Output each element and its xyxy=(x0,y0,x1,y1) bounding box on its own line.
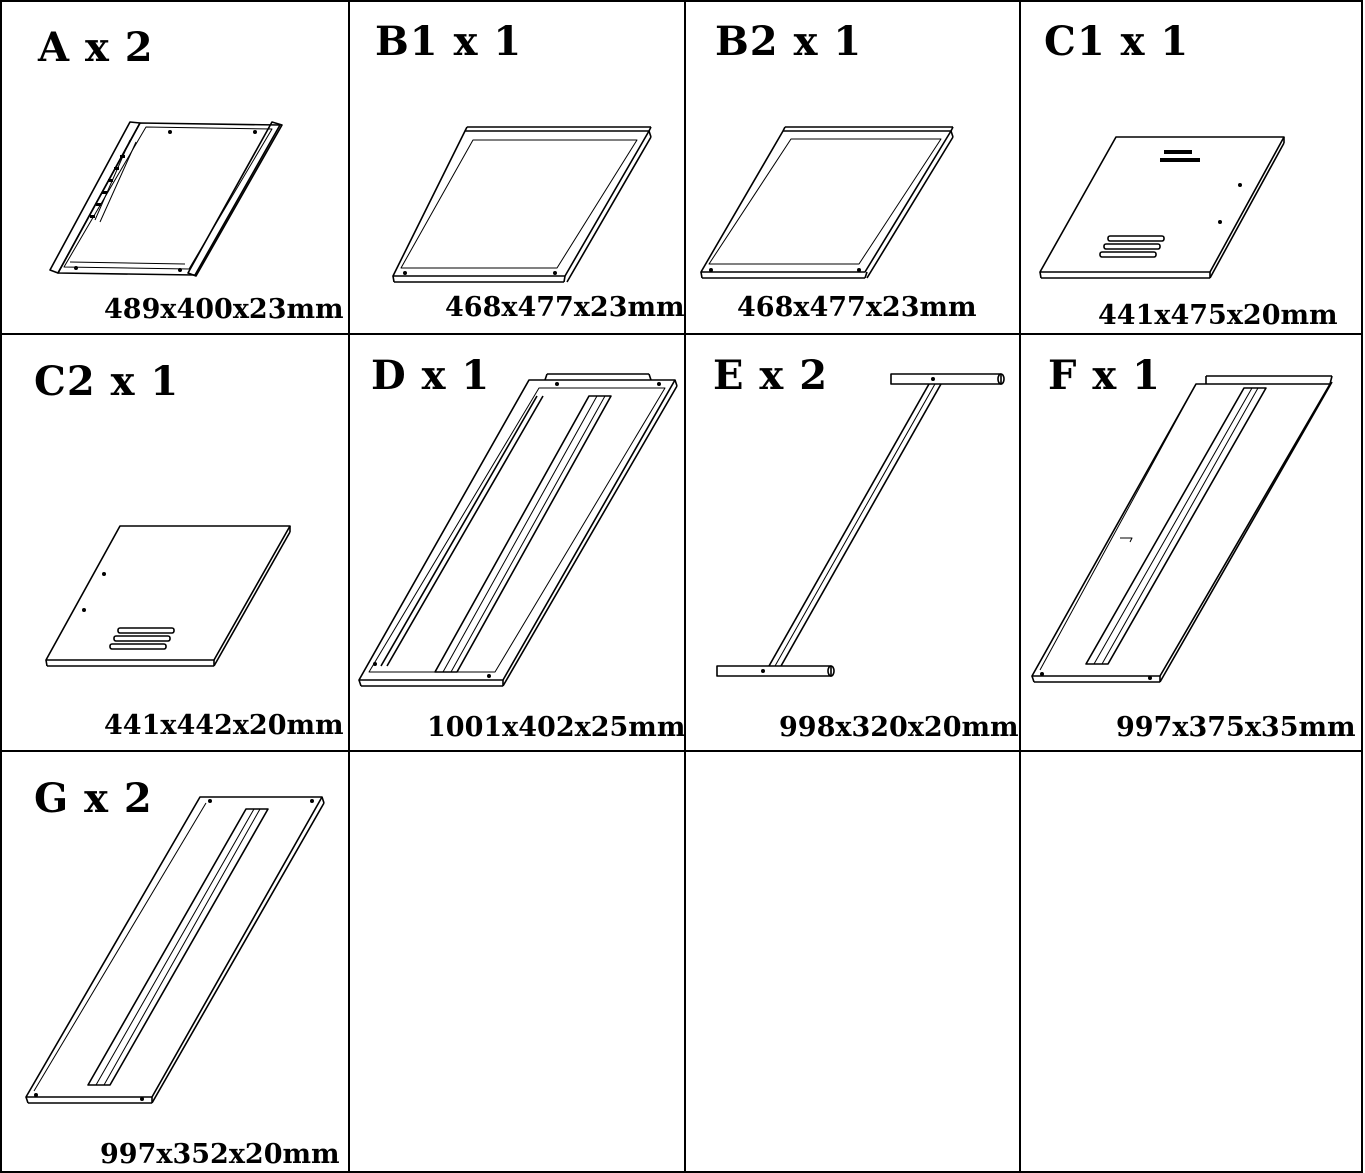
part-a-drawing xyxy=(49,121,283,277)
part-dimensions: 997x352x20mm xyxy=(100,1139,340,1170)
part-label: F x 1 xyxy=(1048,352,1161,399)
part-dimensions: 468x477x23mm xyxy=(445,292,685,323)
part-cell-b1: B1 x 1 468x477x23mm xyxy=(349,0,685,334)
part-label: E x 2 xyxy=(713,352,829,399)
part-label: C2 x 1 xyxy=(34,358,180,405)
part-cell-c2: C2 x 1 441x442x20mm xyxy=(0,334,349,751)
part-dimensions: 441x442x20mm xyxy=(104,710,344,741)
part-dimensions: 997x375x35mm xyxy=(1116,712,1356,743)
part-dimensions: 998x320x20mm xyxy=(779,712,1019,743)
part-f-drawing xyxy=(1031,375,1333,683)
part-label: C1 x 1 xyxy=(1044,18,1190,65)
part-c1-drawing xyxy=(1039,136,1285,279)
part-dimensions: 489x400x23mm xyxy=(104,294,344,325)
part-cell-f: F x 1 997x375x35mm xyxy=(1020,334,1362,751)
part-label: G x 2 xyxy=(34,775,153,822)
part-c2-drawing xyxy=(45,525,291,667)
part-label: B1 x 1 xyxy=(375,18,523,65)
part-g-drawing xyxy=(25,796,325,1104)
part-label: D x 1 xyxy=(371,352,491,399)
part-b1-drawing xyxy=(392,126,652,283)
part-label: A x 2 xyxy=(38,24,154,71)
part-cell-a: A x 2 489x400x23mm xyxy=(0,0,349,334)
part-cell-e: E x 2 998x320x20mm xyxy=(685,334,1020,751)
part-cell-d: D x 1 1001x402x25mm xyxy=(349,334,685,751)
part-cell-g: G x 2 997x352x20mm xyxy=(0,751,349,1173)
part-d-drawing xyxy=(358,373,678,687)
part-dimensions: 468x477x23mm xyxy=(737,292,977,323)
part-cell-c1: C1 x 1 441x475x20mm xyxy=(1020,0,1362,334)
part-label: B2 x 1 xyxy=(715,18,863,65)
part-cell-b2: B2 x 1 468x477x23mm xyxy=(685,0,1020,334)
part-dimensions: 441x475x20mm xyxy=(1098,300,1338,331)
part-dimensions: 1001x402x25mm xyxy=(427,712,685,743)
part-e-drawing xyxy=(716,373,1005,677)
part-b2-drawing xyxy=(700,126,954,279)
